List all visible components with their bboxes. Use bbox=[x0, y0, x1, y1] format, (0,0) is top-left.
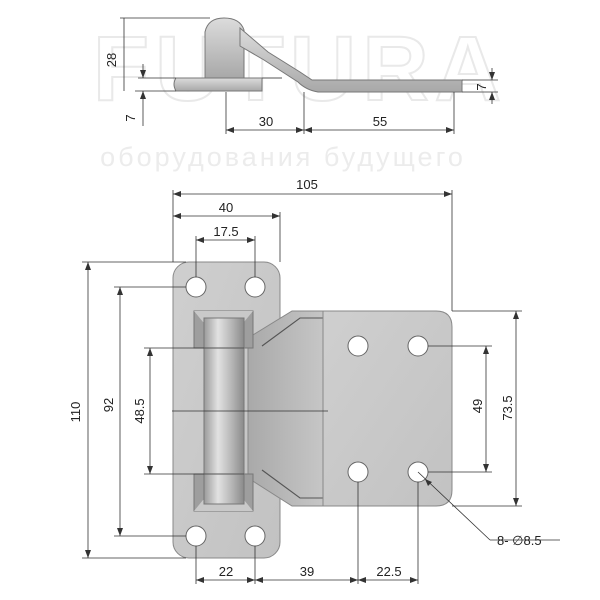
dim-thickness-left: 7 bbox=[123, 114, 138, 121]
watermark-brand: FUTURA bbox=[93, 18, 507, 120]
dim-bottom-39: 39 bbox=[300, 564, 314, 579]
front-view: 105 40 17.5 110 92 48.5 bbox=[68, 177, 560, 584]
dim-offset-30: 30 bbox=[259, 114, 273, 129]
hole bbox=[185, 276, 207, 298]
side-knuckle bbox=[204, 17, 245, 79]
dim-bottom-22-5: 22.5 bbox=[376, 564, 401, 579]
hole bbox=[347, 335, 369, 357]
dim-knuckle-length: 48.5 bbox=[132, 398, 147, 423]
hole bbox=[407, 335, 429, 357]
hole bbox=[244, 525, 266, 547]
dim-bottom-22: 22 bbox=[219, 564, 233, 579]
dim-right-hole-pitch: 49 bbox=[470, 399, 485, 413]
side-view: 28 7 7 30 55 bbox=[104, 17, 498, 134]
dim-hole-pitch-top: 17.5 bbox=[213, 224, 238, 239]
dim-total-width: 105 bbox=[296, 177, 318, 192]
side-left-leaf bbox=[173, 77, 263, 92]
connecting-strap bbox=[247, 310, 324, 507]
dim-right-leaf-height: 73.5 bbox=[500, 395, 515, 420]
dim-total-height: 110 bbox=[68, 402, 83, 423]
dim-hole-pitch-left: 92 bbox=[101, 398, 116, 412]
hole-callout: 8- ∅8.5 bbox=[497, 533, 542, 548]
watermark-tagline: оборудования будущего bbox=[100, 142, 466, 172]
dim-height-28: 28 bbox=[104, 53, 119, 67]
side-bent-strap bbox=[239, 26, 463, 93]
dim-left-leaf-width: 40 bbox=[219, 200, 233, 215]
dim-thickness-right: 7 bbox=[474, 83, 489, 90]
hole bbox=[244, 276, 266, 298]
right-leaf-plate bbox=[322, 310, 453, 507]
hole bbox=[347, 461, 369, 483]
watermark: FUTURA оборудования будущего bbox=[92, 17, 507, 172]
hole bbox=[185, 525, 207, 547]
dim-offset-55: 55 bbox=[373, 114, 387, 129]
